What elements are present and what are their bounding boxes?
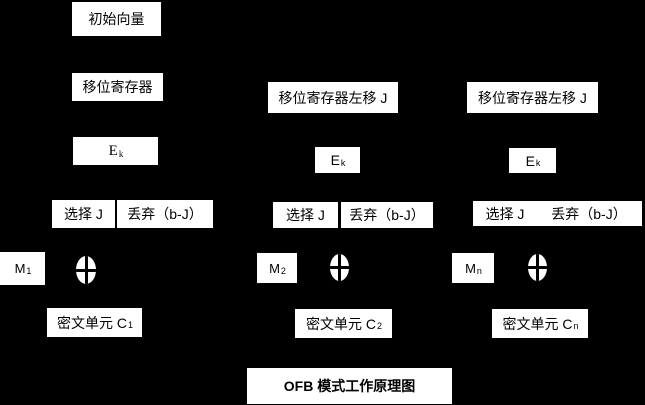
xor-icon xyxy=(76,256,96,284)
select-j-box-1: 选择 J xyxy=(52,200,115,228)
select-j-box-3: 选择 J xyxy=(473,201,537,226)
ek-base-1: E xyxy=(108,142,118,159)
ek-subscript-1: k xyxy=(118,148,124,159)
c-subscript-3: n xyxy=(573,321,579,331)
select-j-box-2: 选择 J xyxy=(273,202,338,228)
initial-vector-box: 初始向量 xyxy=(72,2,161,36)
shift-register-left-box-2: 移位寄存器左移 J xyxy=(268,82,398,113)
c-subscript-1: 1 xyxy=(127,320,133,330)
c-subscript-2: 2 xyxy=(376,321,382,331)
ek-subscript-2: k xyxy=(340,157,346,168)
ek-base-2: E xyxy=(330,152,340,168)
m-base-2: M xyxy=(269,260,280,276)
ek-subscript-3: k xyxy=(535,158,541,168)
xor-icon xyxy=(330,254,349,281)
discard-box-2: 丢弃（b-J） xyxy=(341,202,433,228)
m-base-1: M xyxy=(14,261,26,276)
discard-box-3: 丢弃（b-J） xyxy=(536,201,642,226)
discard-box-1: 丢弃（b-J） xyxy=(117,200,213,228)
ek-base-3: E xyxy=(525,152,535,169)
xor-icon xyxy=(528,254,547,281)
m-base-3: M xyxy=(465,260,476,276)
m-subscript-3: n xyxy=(476,265,482,276)
c-label-1: 密文单元 C xyxy=(56,314,127,331)
c-label-3: 密文单元 C xyxy=(502,315,573,332)
c-label-2: 密文单元 C xyxy=(305,315,376,332)
m-subscript-1: 1 xyxy=(26,266,32,276)
m-subscript-2: 2 xyxy=(280,265,286,276)
shift-register-left-box-3: 移位寄存器左移 J xyxy=(467,82,598,113)
diagram-title: OFB 模式工作原理图 xyxy=(247,368,452,404)
shift-register-box-1: 移位寄存器 xyxy=(72,73,163,101)
